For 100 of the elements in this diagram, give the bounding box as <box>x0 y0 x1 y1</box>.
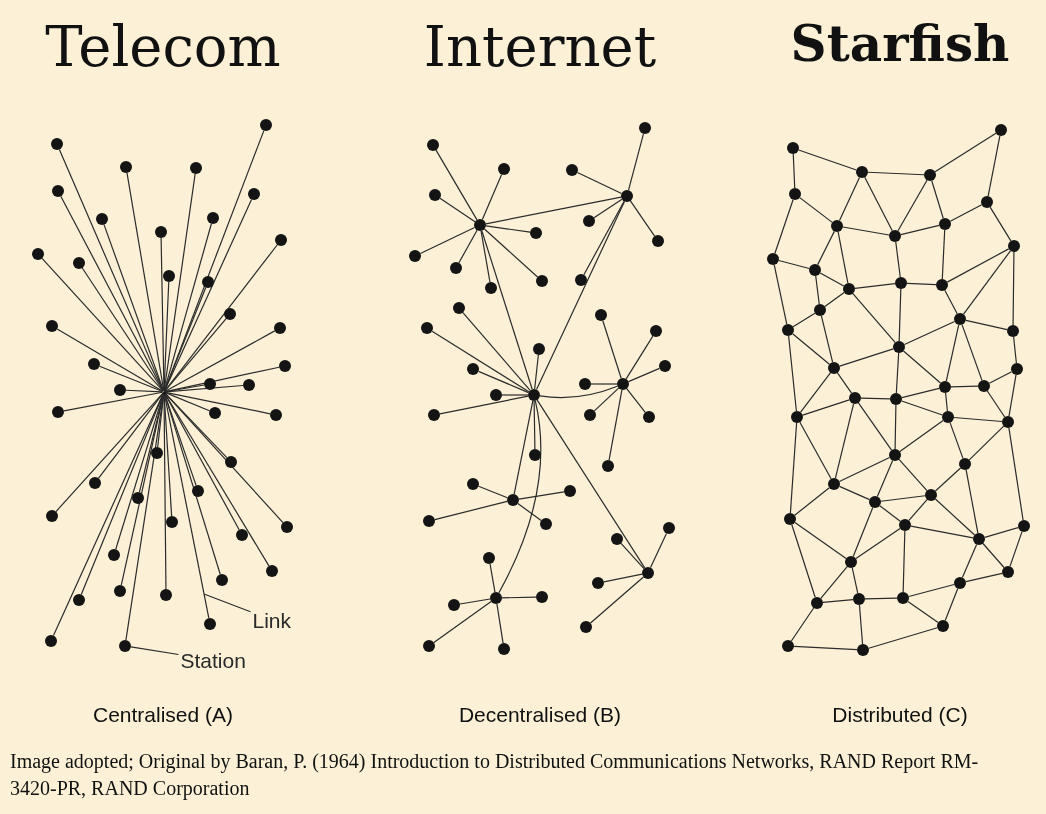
network-link <box>435 149 478 221</box>
station-dot <box>108 549 120 561</box>
station-dot <box>448 599 460 611</box>
network-link <box>439 395 529 415</box>
network-link <box>852 506 874 558</box>
network-link <box>961 543 978 579</box>
network-link <box>1009 531 1023 567</box>
network-link <box>941 229 946 280</box>
station-dot <box>51 138 63 150</box>
network-link <box>989 206 1012 242</box>
network-link <box>901 387 940 399</box>
network-link <box>481 230 533 390</box>
network-link <box>433 600 492 644</box>
network-link <box>820 566 848 599</box>
station-dot <box>450 262 462 274</box>
network-link <box>864 176 893 232</box>
station-dot <box>995 124 1007 136</box>
station-dot <box>507 494 519 506</box>
network-link <box>852 292 896 344</box>
network-link <box>164 317 227 392</box>
network-link <box>608 389 623 461</box>
caption-text: Image adopted; Original by Baran, P. (1964) Introduction to Distributed Communications Networks, RAND Report RM-3420-PR, RAND Corporation <box>10 749 980 802</box>
station-dot <box>643 411 655 423</box>
network-link <box>908 583 955 598</box>
network-link <box>778 259 810 270</box>
network-link <box>481 173 503 221</box>
hub-point <box>162 390 166 394</box>
network-link <box>934 132 997 173</box>
station-dot <box>924 169 936 181</box>
network-link <box>819 272 845 287</box>
station-dot <box>575 274 587 286</box>
network-link <box>906 282 937 286</box>
network-link <box>838 456 891 483</box>
network-link <box>419 227 476 254</box>
network-link <box>898 288 902 342</box>
station-dot <box>225 456 237 468</box>
station-dot <box>617 378 629 390</box>
station-dot <box>536 591 548 603</box>
station-dot <box>784 513 796 525</box>
network-link <box>164 391 211 412</box>
network-link <box>984 527 1019 538</box>
panel-title: Starfish <box>790 14 1010 73</box>
network-link <box>125 389 164 393</box>
station-dot <box>639 122 651 134</box>
station-dot <box>490 389 502 401</box>
station-dot <box>192 485 204 497</box>
panel-title: Telecom <box>45 14 281 79</box>
network-link <box>536 399 646 569</box>
network-link <box>901 400 943 416</box>
station-dot <box>467 478 479 490</box>
network-link <box>458 229 478 264</box>
network-link <box>945 392 948 412</box>
station-dot <box>52 406 64 418</box>
station-dot <box>533 343 545 355</box>
station-dot <box>564 485 576 497</box>
station-dot <box>46 320 58 332</box>
station-dot <box>787 142 799 154</box>
station-dot <box>266 565 278 577</box>
station-dot <box>580 621 592 633</box>
station-dot <box>939 381 951 393</box>
station-dot <box>96 213 108 225</box>
network-link <box>98 365 164 393</box>
network-link <box>934 467 962 492</box>
station-dot <box>978 380 990 392</box>
station-dot <box>409 250 421 262</box>
station-dot <box>652 235 664 247</box>
network-link <box>962 250 1012 315</box>
station-dot <box>890 393 902 405</box>
network-link <box>968 425 1005 461</box>
network-link <box>539 385 619 399</box>
station-dot <box>954 577 966 589</box>
network-link <box>799 197 833 223</box>
network-link <box>56 328 164 392</box>
network-link <box>834 403 855 479</box>
network-link <box>434 500 508 521</box>
network-link <box>894 404 897 450</box>
station-dot <box>925 489 937 501</box>
network-link <box>946 248 1010 283</box>
network-link <box>626 388 646 413</box>
network-link <box>534 354 539 390</box>
network-link <box>899 419 944 453</box>
network-link <box>792 333 830 365</box>
station-dot <box>853 593 865 605</box>
network-link <box>627 133 645 191</box>
network-link <box>1008 374 1017 417</box>
station-dot <box>151 447 163 459</box>
network-link <box>431 330 530 393</box>
station-dot <box>45 635 57 647</box>
station-dot <box>453 302 465 314</box>
network-link <box>879 505 901 522</box>
station-dot <box>659 360 671 372</box>
station-dot <box>160 589 172 601</box>
station-dot <box>281 521 293 533</box>
station-dot <box>895 277 907 289</box>
station-dot <box>202 276 214 288</box>
station-dot <box>236 529 248 541</box>
network-link <box>895 352 900 394</box>
network-link <box>1012 251 1015 326</box>
station-dot <box>467 363 479 375</box>
panel-subtitle: Decentralised (B) <box>458 703 622 727</box>
